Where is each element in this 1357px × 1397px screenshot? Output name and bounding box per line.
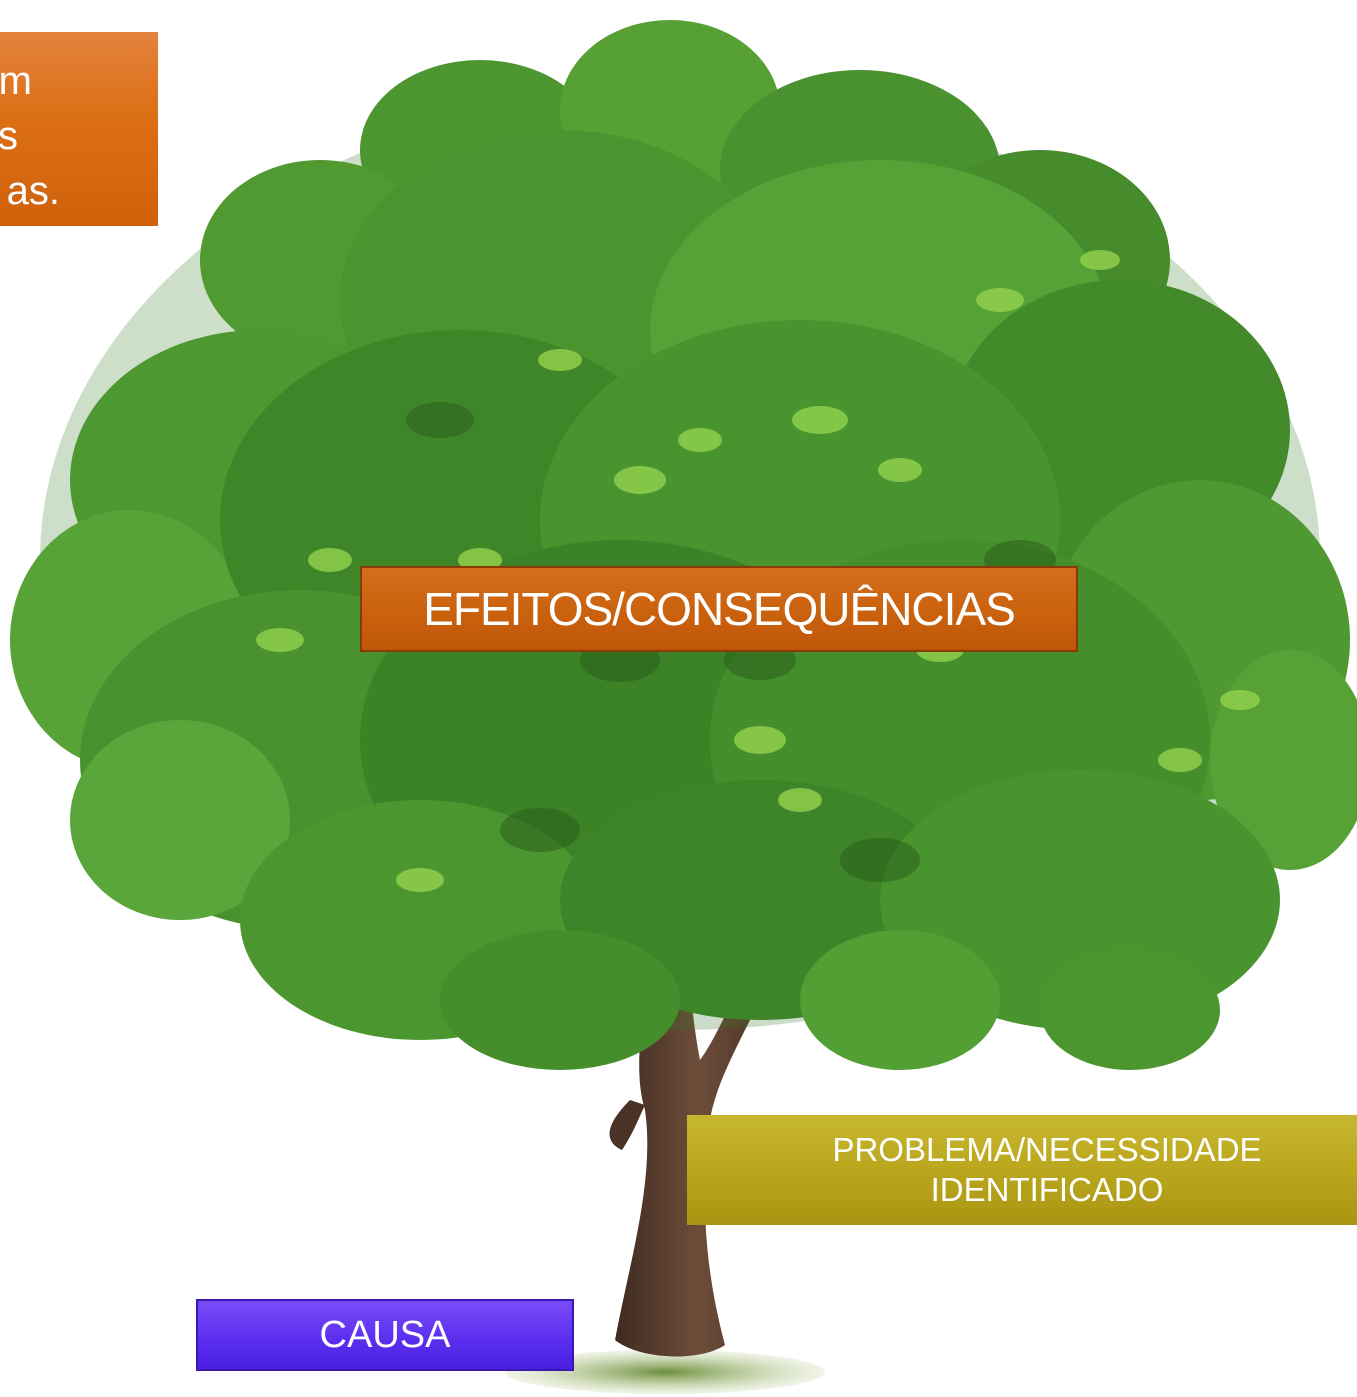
tree-foliage xyxy=(10,20,1357,1070)
callout-line: as. xyxy=(0,164,158,219)
problem-label-line1: PROBLEMA/NECESSIDADE xyxy=(832,1130,1261,1170)
callout-line: s xyxy=(0,109,158,164)
cause-label-box: CAUSA xyxy=(196,1299,574,1371)
cause-label: CAUSA xyxy=(320,1314,451,1357)
callout-box: m s as. xyxy=(0,32,158,226)
callout-line: m xyxy=(0,54,158,109)
problem-label-box: PROBLEMA/NECESSIDADE IDENTIFICADO xyxy=(687,1115,1357,1225)
effects-label-box: EFEITOS/CONSEQUÊNCIAS xyxy=(360,566,1078,652)
problem-label-line2: IDENTIFICADO xyxy=(931,1170,1164,1210)
effects-label: EFEITOS/CONSEQUÊNCIAS xyxy=(423,582,1015,636)
